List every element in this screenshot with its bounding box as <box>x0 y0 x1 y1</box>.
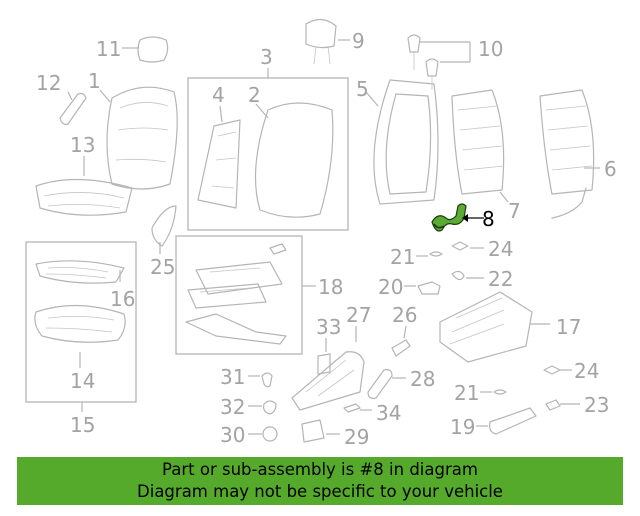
part-33-switch <box>317 338 331 375</box>
part-7-suspension <box>451 89 509 203</box>
part-17-seat-frame <box>439 291 550 363</box>
callout-21b: 21 <box>454 381 479 405</box>
part-24b-clip <box>543 365 572 375</box>
callout-10: 10 <box>478 37 503 61</box>
callout-2: 2 <box>248 83 261 107</box>
part-29-cover <box>301 419 340 443</box>
callout-5: 5 <box>356 77 369 101</box>
part-16-pad <box>35 260 125 284</box>
part-18-track <box>185 243 316 345</box>
callout-31: 31 <box>220 365 245 389</box>
part-9-headrest <box>305 18 350 65</box>
callout-25: 25 <box>150 255 175 279</box>
part-21-clip <box>416 251 443 257</box>
part-22-clip <box>451 270 484 281</box>
callout-18: 18 <box>318 275 343 299</box>
part-34-button <box>343 403 372 413</box>
part-4-panel <box>197 105 241 209</box>
callout-24a: 24 <box>488 237 513 261</box>
callout-6: 6 <box>604 157 617 181</box>
callout-16: 16 <box>110 287 135 311</box>
part-26-clip <box>391 325 411 357</box>
part-8-highlighted <box>431 203 484 232</box>
part-6-suspension <box>539 89 600 219</box>
callout-22: 22 <box>488 267 513 291</box>
part-32-knob <box>248 400 277 415</box>
part-24-clip <box>451 241 484 251</box>
callout-14: 14 <box>70 369 95 393</box>
part-25-bracket <box>151 205 177 254</box>
part-27-side-shield <box>291 326 365 411</box>
callout-13: 13 <box>70 133 95 157</box>
part-10-guides <box>407 34 471 90</box>
part-5-back-frame <box>365 79 439 205</box>
part-11-headrest <box>122 36 169 63</box>
callout-20: 20 <box>378 275 403 299</box>
callout-19: 19 <box>450 415 475 439</box>
callout-8: 8 <box>482 207 495 231</box>
callout-7: 7 <box>508 199 521 223</box>
part-21b-clip <box>480 389 507 395</box>
callout-27: 27 <box>346 303 371 327</box>
part-14-cushion-pad <box>34 304 126 368</box>
callout-23: 23 <box>584 393 609 417</box>
callout-9: 9 <box>352 29 365 53</box>
callout-12: 12 <box>36 71 61 95</box>
callout-24b: 24 <box>574 359 599 383</box>
banner-line-1: Part or sub-assembly is #8 in diagram <box>162 460 478 479</box>
callout-3: 3 <box>260 45 273 69</box>
callout-15: 15 <box>70 413 95 437</box>
part-23-clip <box>545 399 580 411</box>
part-2-back-panel <box>254 102 334 218</box>
callout-26: 26 <box>392 303 417 327</box>
callout-11: 11 <box>96 37 121 61</box>
group-box-18 <box>175 235 303 355</box>
callout-4: 4 <box>212 83 225 107</box>
callout-34: 34 <box>376 401 401 425</box>
banner-line-2: Diagram may not be specific to your vehi… <box>137 482 503 501</box>
part-31-clip <box>248 372 273 388</box>
info-banner: Part or sub-assembly is #8 in diagram Di… <box>17 457 623 505</box>
part-13-cushion <box>35 156 133 216</box>
part-19-cover <box>476 407 537 435</box>
callout-21a: 21 <box>390 245 415 269</box>
part-30-knob <box>248 426 278 442</box>
callout-28: 28 <box>410 367 435 391</box>
callout-30: 30 <box>220 423 245 447</box>
callout-29: 29 <box>344 425 369 449</box>
callout-1: 1 <box>88 69 101 93</box>
callout-17: 17 <box>556 315 581 339</box>
part-20-bracket <box>404 281 441 295</box>
part-1-seat-back <box>99 86 178 190</box>
group-box-15 <box>25 241 137 403</box>
part-12-trim <box>59 91 87 125</box>
callout-32: 32 <box>220 395 245 419</box>
callout-33: 33 <box>316 315 341 339</box>
part-28-cover <box>367 369 406 399</box>
